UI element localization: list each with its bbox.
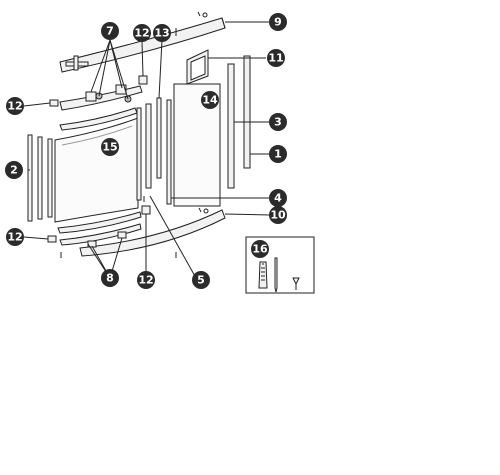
part-number-12-left: 12 bbox=[7, 100, 22, 113]
part-badge-10: 10 bbox=[269, 206, 287, 224]
part-number-12-top: 12 bbox=[134, 27, 149, 40]
top-roller-bar bbox=[59, 84, 143, 111]
part-badge-15: 15 bbox=[101, 138, 119, 156]
part-badge-5: 5 bbox=[192, 271, 210, 289]
right-vertical-profiles bbox=[227, 55, 251, 189]
side-panel-frame bbox=[186, 49, 209, 85]
curved-door-glass bbox=[54, 117, 139, 223]
part-badge-12-left: 12 bbox=[6, 97, 24, 115]
part-badge-16: 16 bbox=[251, 240, 269, 258]
part-badge-12-bottom: 12 bbox=[137, 271, 155, 289]
part-badge-4: 4 bbox=[269, 189, 287, 207]
bottom-curved-rail bbox=[79, 209, 226, 257]
part-number-10: 10 bbox=[270, 209, 286, 222]
part-number-7: 7 bbox=[106, 25, 114, 38]
left-vertical-profiles bbox=[27, 134, 53, 222]
part-number-9: 9 bbox=[274, 16, 282, 29]
top-rail-screws bbox=[197, 11, 208, 18]
part-badge-14: 14 bbox=[201, 91, 219, 109]
part-number-15: 15 bbox=[102, 141, 117, 154]
part-number-1: 1 bbox=[274, 148, 282, 161]
part-badge-13: 13 bbox=[153, 24, 171, 42]
part-number-2: 2 bbox=[10, 164, 18, 177]
part-number-8: 8 bbox=[106, 272, 114, 285]
part-number-5: 5 bbox=[197, 274, 205, 287]
handle-fitting bbox=[65, 55, 89, 71]
screws bbox=[60, 28, 177, 258]
part-badge-12-top: 12 bbox=[133, 24, 151, 42]
center-vertical-profiles bbox=[136, 97, 172, 205]
part-number-12-bottom: 12 bbox=[138, 274, 153, 287]
part-badge-1: 1 bbox=[269, 145, 287, 163]
part-number-13: 13 bbox=[154, 27, 169, 40]
part-number-11: 11 bbox=[268, 52, 283, 65]
bottom-rail-screws bbox=[198, 207, 209, 214]
part-badge-11: 11 bbox=[267, 49, 285, 67]
part-number-14: 14 bbox=[202, 94, 218, 107]
part-number-12-bottom-left: 12 bbox=[7, 231, 22, 244]
part-badge-8: 8 bbox=[101, 269, 119, 287]
part-badge-9: 9 bbox=[269, 13, 287, 31]
part-badge-7: 7 bbox=[101, 22, 119, 40]
part-number-16: 16 bbox=[252, 243, 268, 256]
part-number-3: 3 bbox=[274, 116, 282, 129]
part-badge-3: 3 bbox=[269, 113, 287, 131]
lower-curved-strips bbox=[57, 211, 142, 248]
part-badge-2: 2 bbox=[5, 161, 23, 179]
part-number-4: 4 bbox=[274, 192, 282, 205]
part-badge-12-bottom-left: 12 bbox=[6, 228, 24, 246]
